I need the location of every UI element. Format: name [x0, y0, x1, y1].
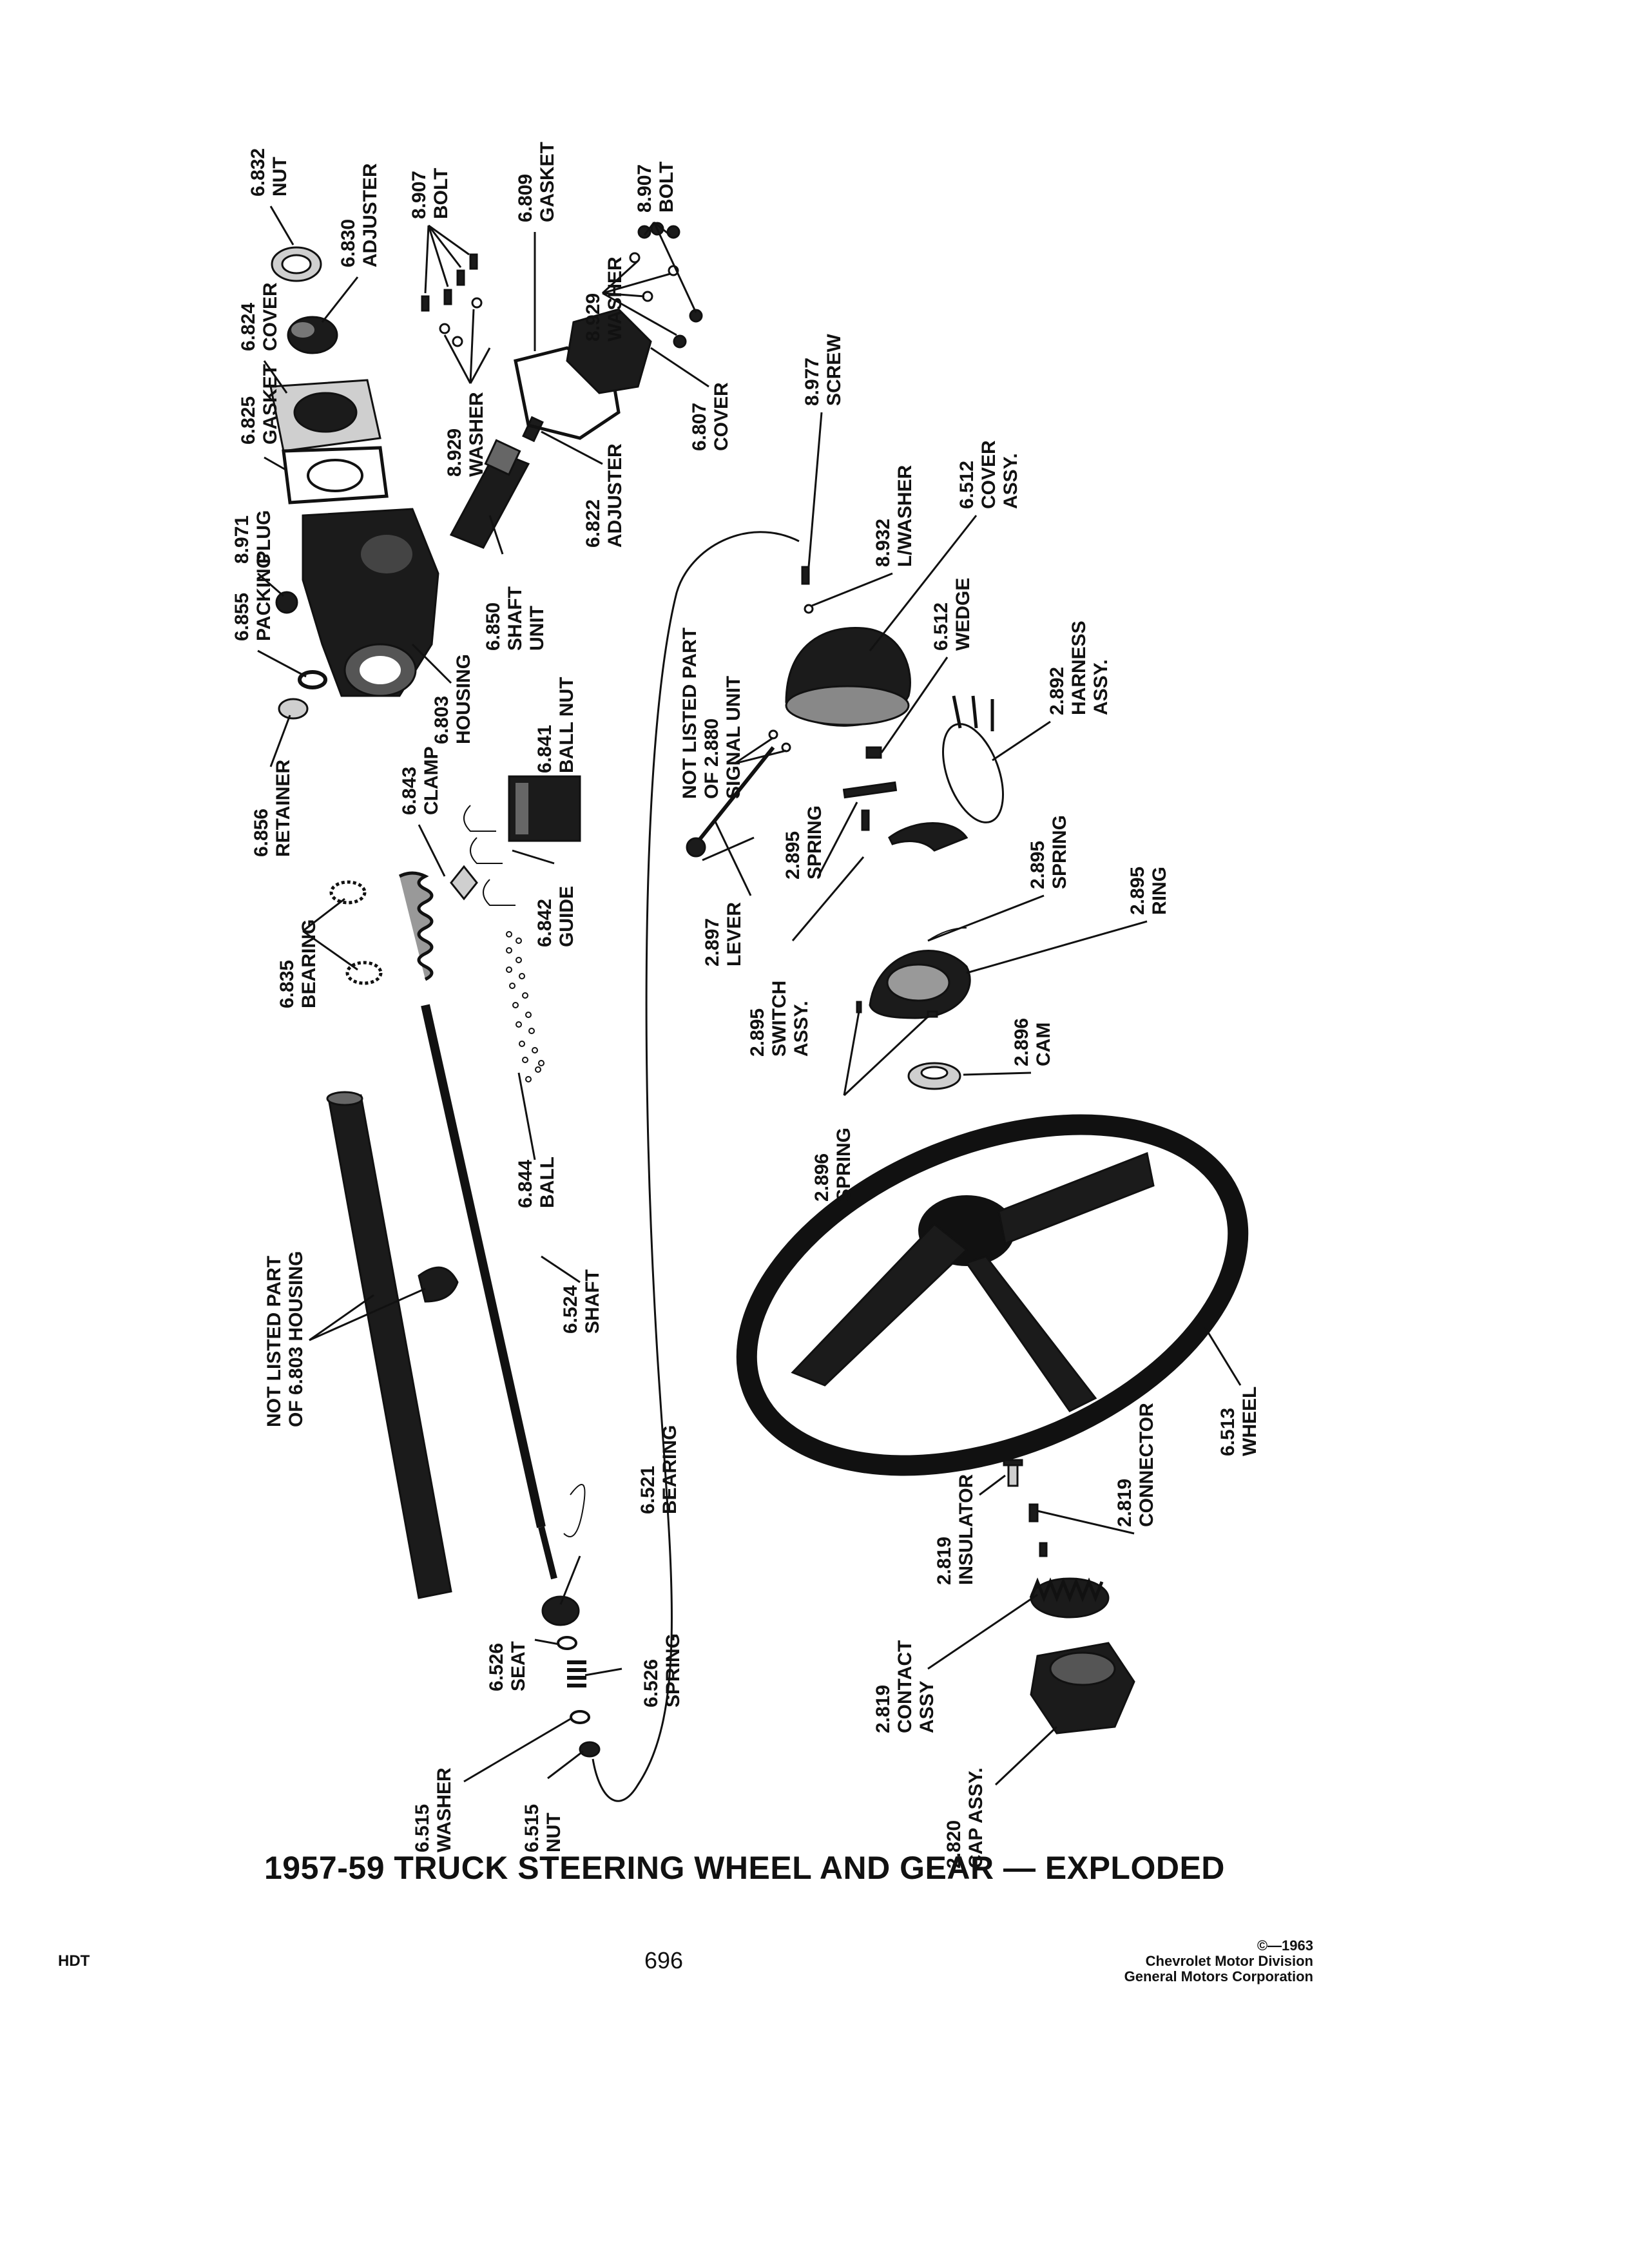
leader-lines	[257, 206, 1242, 1786]
label-nut-6832: 6.832NUT	[247, 148, 291, 197]
housing-6803-drawing	[302, 508, 439, 697]
label-gasket-6809: 6.809GASKET	[515, 142, 558, 222]
harness-wire-drawing	[592, 531, 800, 1802]
label-cam-2896: 2.896CAM	[1011, 1018, 1054, 1066]
label-spring-2895-b: 2.895SPRING	[1027, 815, 1070, 889]
label-lever-2897: 2.897LEVER	[702, 902, 745, 966]
label-retainer-6856: 6.856RETAINER	[251, 760, 294, 857]
label-washer-8929-right: 8.929WASHER	[583, 256, 626, 341]
label-spring-2896: 2.896SPRING	[811, 1128, 854, 1202]
credit-line-1: Chevrolet Motor Division	[1145, 1953, 1313, 1969]
label-washer-6515: 6.515WASHER	[412, 1767, 455, 1852]
bolts-washers-right-drawing	[629, 222, 703, 349]
label-seat-6526: 6.526SEAT	[486, 1641, 529, 1691]
callout-labels: 6.832NUT 6.830ADJUSTER 6.824COVER 6.825GASK…	[231, 142, 1260, 1869]
label-bearing-6521: 6.521BEARING	[637, 1425, 680, 1514]
column-jacket-drawing	[326, 1091, 459, 1599]
insulator-2819-drawing	[1003, 1459, 1023, 1487]
label-nut-6515: 6.515NUT	[521, 1804, 564, 1852]
label-lwasher-8932: 8.932L/WASHER	[872, 465, 916, 567]
label-plug-8971: 8.971PLUG	[231, 510, 275, 564]
label-wedge-6512: 6.512WEDGE	[930, 578, 974, 651]
copyright-line: ©—1963	[1257, 1937, 1313, 1954]
label-bolt-8907-right: 8.907BOLT	[634, 162, 677, 213]
label-guide-6842: 6.842GUIDE	[534, 886, 577, 947]
label-ring-2895: 2.895RING	[1127, 867, 1170, 915]
label-cover-assy-6512: 6.512COVERASSY.	[956, 440, 1021, 509]
connector-2819-drawing	[1028, 1503, 1048, 1557]
plug-8971-drawing	[275, 591, 298, 614]
label-adjuster-6830: 6.830ADJUSTER	[338, 163, 381, 267]
bearing-6521-drawing	[541, 1484, 586, 1626]
nut-6515-drawing	[579, 1741, 601, 1758]
label-bolt-8907-left: 8.907BOLT	[409, 168, 452, 219]
credit-line-2: General Motors Corporation	[1124, 1968, 1313, 1984]
signal-unit-drawing	[686, 729, 791, 858]
harness-assy-2892-drawing	[942, 695, 1004, 823]
label-washer-8929-left: 8.929WASHER	[444, 392, 487, 477]
label-packing-6855: 6.855PACKING	[231, 553, 275, 641]
cover-6824-drawing	[269, 379, 381, 452]
label-spring-2895-a: 2.895SPRING	[782, 805, 825, 879]
wedge-6512-drawing	[865, 746, 882, 759]
label-housing-6803: 6.803HOUSING	[431, 654, 474, 744]
cam-2896-drawing	[907, 1062, 961, 1090]
shaft-unit-6850-drawing	[449, 439, 530, 549]
retainer-6856-drawing	[278, 698, 309, 720]
label-cap-2820: 2.820CAP ASSY.	[943, 1767, 987, 1869]
label-cover-6824: 6.824COVER	[238, 282, 281, 351]
cover-assy-6512-drawing	[785, 626, 911, 727]
cap-assy-2820-drawing	[1030, 1642, 1135, 1735]
label-ball-nut-6841: 6.841BALL NUT	[534, 677, 577, 773]
lever-2897-drawing	[861, 809, 870, 831]
gasket-6809-drawing	[514, 346, 621, 440]
contact-assy-2819-drawing	[1029, 1577, 1110, 1619]
screw-8977-drawing	[801, 566, 814, 614]
label-wheel-6513: 6.513WHEEL	[1217, 1387, 1260, 1456]
note-signal-unit: NOT LISTED PARTOF 2.880SIGNAL UNIT	[679, 628, 744, 799]
switch-assy-2895-drawing	[888, 822, 969, 852]
label-clamp-6843: 6.843CLAMP	[399, 746, 442, 815]
spring-2895-a-drawing	[842, 781, 898, 799]
section-code: HDT	[58, 1952, 90, 1970]
ball-nut-6841-drawing	[508, 775, 581, 842]
label-switch-2895: 2.895SWITCHASSY.	[747, 981, 812, 1057]
label-insulator-2819: 2.819INSULATOR	[934, 1474, 977, 1585]
label-spring-6526: 6.526SPRING	[641, 1633, 684, 1707]
label-shaft-unit-6850: 6.850SHAFTUNIT	[483, 586, 548, 651]
publisher-credit: ©—1963 Chevrolet Motor Division General …	[1124, 1938, 1313, 1984]
bolts-washers-left-drawing	[421, 253, 483, 347]
gasket-6825-drawing	[282, 446, 389, 505]
note-column-housing: NOT LISTED PARTOF 6.803 HOUSING	[264, 1251, 307, 1427]
wheel-6513-drawing	[736, 1114, 1249, 1476]
diagram-title: 1957-59 TRUCK STEERING WHEEL AND GEAR — …	[264, 1850, 1225, 1886]
label-cover-6807: 6.807COVER	[689, 382, 732, 451]
label-gasket-6825: 6.825GASKET	[238, 364, 281, 445]
label-bearing-6835: 6.835BEARING	[276, 919, 320, 1008]
nut-6832-drawing	[271, 246, 322, 282]
ring-2895-drawing	[869, 950, 971, 1019]
label-harness-2892: 2.892HARNESSASSY.	[1046, 620, 1112, 715]
guide-6842-drawing	[463, 805, 516, 906]
label-adjuster-6822: 6.822ADJUSTER	[583, 443, 626, 548]
label-shaft-6524: 6.524SHAFT	[560, 1269, 603, 1334]
spring-6526-drawing	[567, 1660, 586, 1687]
adjuster-6830-drawing	[287, 316, 338, 354]
label-screw-8977: 8.977SCREW	[802, 334, 845, 406]
label-ball-6844: 6.844BALL	[515, 1157, 558, 1208]
clamp-6843-drawing	[450, 865, 478, 901]
seat-6526-drawing	[557, 1636, 577, 1650]
washer-6515-drawing	[570, 1710, 590, 1724]
cover-6807-drawing	[566, 308, 652, 394]
shaft-6524-drawing	[398, 871, 557, 1580]
label-connector-2819: 2.819CONNECTOR	[1114, 1403, 1157, 1527]
packing-6855-drawing	[298, 670, 327, 689]
balls-6844-drawing	[506, 931, 545, 1082]
label-contact-2819: 2.819CONTACTASSY	[872, 1640, 938, 1733]
page-number: 696	[644, 1947, 684, 1974]
